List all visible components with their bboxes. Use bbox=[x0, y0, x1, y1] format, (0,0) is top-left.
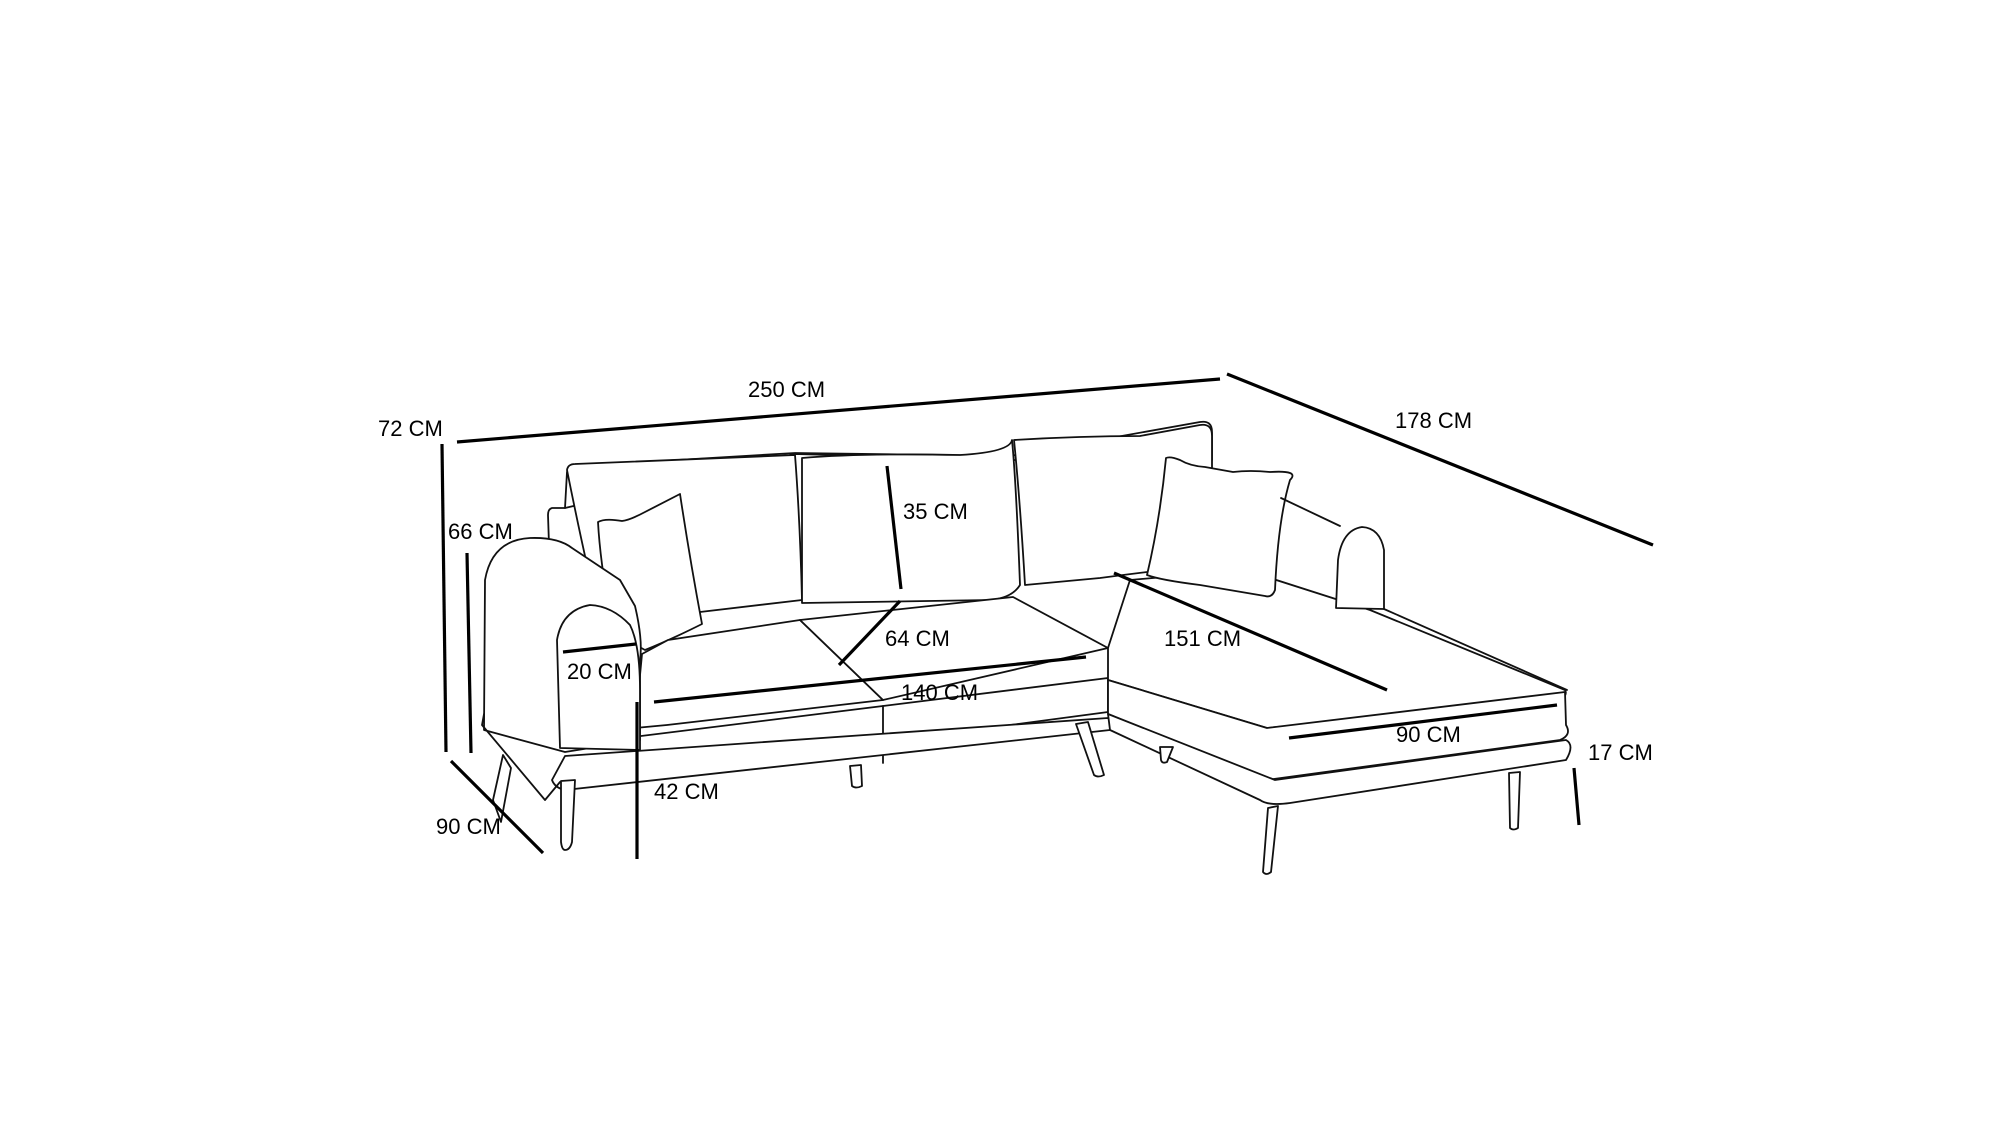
dim-line-178 bbox=[1226, 372, 1654, 547]
dim-line-151 bbox=[1113, 571, 1388, 692]
label-total-height: 72 CM bbox=[378, 416, 443, 441]
label-total-width: 250 CM bbox=[748, 377, 825, 402]
leg-left-front bbox=[560, 779, 576, 851]
label-back-cushion-height: 35 CM bbox=[903, 499, 968, 524]
label-backrest-height: 66 CM bbox=[448, 519, 513, 544]
sofa-drawing bbox=[481, 420, 1572, 875]
dim-line-90-chaise bbox=[1288, 703, 1558, 740]
dim-line-35 bbox=[885, 465, 903, 590]
pillow-right bbox=[1146, 456, 1294, 598]
chaise-armrest bbox=[1335, 526, 1385, 610]
dim-line-20 bbox=[562, 642, 637, 654]
leg-right-front bbox=[1075, 721, 1105, 778]
label-chaise-depth: 178 CM bbox=[1395, 408, 1472, 433]
label-side-depth: 90 CM bbox=[436, 814, 501, 839]
dim-line-90-side bbox=[449, 759, 545, 855]
label-chaise-width: 90 CM bbox=[1396, 722, 1461, 747]
dim-line-72 bbox=[440, 443, 448, 753]
dim-line-64 bbox=[837, 599, 902, 667]
label-armrest-width: 20 CM bbox=[567, 659, 632, 684]
armrest-base bbox=[481, 713, 561, 801]
chaise-front bbox=[1107, 679, 1569, 781]
label-chaise-length: 151 CM bbox=[1164, 626, 1241, 651]
armrest-face bbox=[556, 604, 641, 751]
dim-line-17 bbox=[1572, 767, 1581, 826]
chaise-arm-side bbox=[1383, 608, 1568, 691]
leg-middle bbox=[849, 764, 863, 789]
leg-chaise-right bbox=[1508, 771, 1521, 831]
label-leg-height: 17 CM bbox=[1588, 740, 1653, 765]
label-seat-depth: 64 CM bbox=[885, 626, 950, 651]
chaise-arm-back bbox=[1280, 497, 1341, 527]
dim-line-66 bbox=[465, 552, 473, 754]
chaise-base bbox=[1107, 713, 1572, 805]
leg-chaise-front bbox=[1262, 805, 1279, 875]
leg-chaise-back bbox=[1159, 746, 1174, 764]
dimension-labels: 250 CM 178 CM 72 CM 66 CM 90 CM 35 CM 64… bbox=[378, 377, 1653, 839]
dimension-lines bbox=[440, 372, 1654, 859]
label-seat-height: 42 CM bbox=[654, 779, 719, 804]
back-step bbox=[547, 507, 566, 546]
back-cushion-middle bbox=[801, 439, 1021, 604]
label-seat-width: 140 CM bbox=[901, 680, 978, 705]
dim-line-250 bbox=[456, 377, 1221, 444]
dim-line-140 bbox=[653, 655, 1087, 704]
